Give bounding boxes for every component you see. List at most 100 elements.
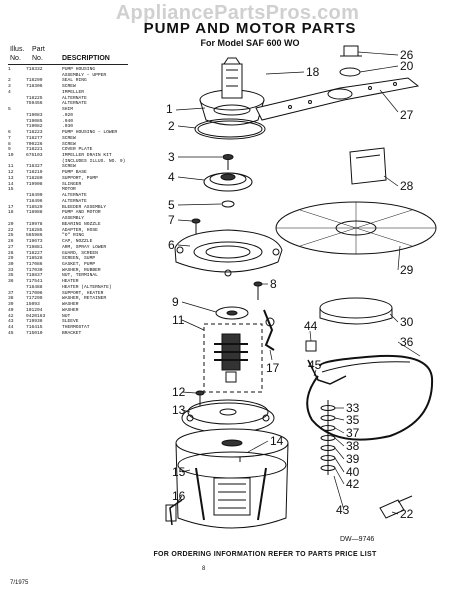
- part-desc: SLINGER: [62, 181, 82, 187]
- callout-39: 39: [346, 452, 360, 466]
- thermostat: [305, 340, 317, 352]
- part-no: 719978: [26, 221, 43, 227]
- page-number: 8: [202, 566, 206, 572]
- illus-no: 36: [8, 279, 14, 285]
- callout-20: 20: [400, 59, 414, 73]
- part-desc: BLEEDER ASSEMBLY: [62, 204, 107, 210]
- part-no: 718285: [26, 227, 43, 233]
- diagram-number: DW—9746: [340, 536, 375, 543]
- shim: [221, 200, 235, 208]
- illus-no: 14: [8, 181, 14, 187]
- part-desc: COVER PLATE: [62, 147, 93, 153]
- illus-no: 27: [8, 244, 14, 250]
- part-desc: MOTOR: [62, 187, 76, 193]
- part-desc: IMPELLER DRAIN KIT: [62, 153, 112, 159]
- callout-15: 15: [172, 465, 186, 479]
- part-desc: SCREW: [62, 141, 76, 147]
- illus-no: 11: [8, 164, 14, 170]
- illus-no: 37: [8, 290, 14, 296]
- part-no: 675103: [26, 153, 43, 159]
- part-desc: IMPELLER: [62, 89, 85, 95]
- part-no: 565986: [26, 233, 43, 239]
- callout-40: 40: [346, 465, 360, 479]
- part-no: 718280: [26, 175, 43, 181]
- callout-2: 2: [168, 119, 175, 133]
- callout-3: 3: [168, 150, 175, 164]
- illus-no: 3: [8, 84, 11, 90]
- illus-no: 17: [8, 204, 14, 210]
- part-desc: ARM, SPRAY LOWER: [62, 244, 107, 250]
- part-no: 717030: [26, 267, 43, 273]
- part-desc: SCREW: [62, 164, 76, 170]
- heater: [306, 354, 434, 441]
- part-desc: HEATER: [62, 279, 79, 285]
- part-desc: SCREEN, SUMP: [62, 256, 96, 262]
- illus-no: 28: [8, 250, 14, 256]
- callout-33: 33: [346, 401, 360, 415]
- part-no: 718227: [26, 250, 43, 256]
- callout-37: 37: [346, 426, 360, 440]
- callout-8: 8: [270, 277, 277, 291]
- screw-3: [222, 154, 234, 170]
- illus-no: 9: [8, 147, 11, 153]
- part-no: 719082: [26, 124, 43, 130]
- impeller: [203, 172, 253, 192]
- part-desc: ALTERNATE: [62, 101, 87, 107]
- callout-27: 27: [400, 108, 414, 122]
- leader-lines: [175, 51, 421, 515]
- illus-no: 10: [8, 153, 14, 159]
- illus-no: 38: [8, 296, 14, 302]
- illus-no: 29: [8, 256, 14, 262]
- part-no: 101294: [26, 307, 43, 313]
- illus-no: 33: [8, 267, 14, 273]
- illus-no: 12: [8, 170, 14, 176]
- callout-9: 9: [172, 295, 179, 309]
- callout-16: 16: [172, 489, 186, 503]
- callout-26: 26: [400, 48, 414, 62]
- screw-12: [195, 390, 205, 407]
- part-no: 718223: [26, 130, 43, 136]
- part-desc: WASHER, RETAINER: [62, 296, 107, 302]
- part-no: 718837: [26, 273, 43, 279]
- part-desc: SUPPORT, HEATER: [62, 290, 104, 296]
- part-desc: SCREW: [62, 84, 76, 90]
- parts-row: ASSEMBLY: [8, 216, 138, 222]
- callout-43: 43: [336, 503, 350, 517]
- part-no: 718332: [26, 67, 43, 72]
- part-desc: SLEEVE: [62, 319, 79, 325]
- illus-no: 30: [8, 261, 14, 267]
- illus-no: 42: [8, 313, 14, 319]
- part-no: 718988: [26, 210, 43, 216]
- header-part: Part: [32, 46, 45, 53]
- part-desc: WASHER: [62, 307, 79, 313]
- callout-30: 30: [400, 315, 414, 329]
- parts-row: 719083.020: [8, 113, 138, 119]
- pump-gasket: [319, 297, 393, 325]
- lower-pump-housing: [174, 229, 283, 277]
- part-desc: PUMP HOUSING: [62, 67, 96, 72]
- part-desc: HEATER (ALTERNATE): [62, 284, 112, 290]
- callout-22: 22: [400, 507, 414, 521]
- parts-row: 719085.040: [8, 119, 138, 125]
- callout-42: 42: [346, 477, 360, 491]
- callout-14: 14: [270, 434, 284, 448]
- part-desc: ALTERNATE: [62, 95, 87, 101]
- part-desc: PUMP HOUSING – LOWER: [62, 130, 118, 136]
- part-no: 718488: [26, 284, 43, 290]
- pump-base: [181, 399, 275, 434]
- callout-38: 38: [346, 439, 360, 453]
